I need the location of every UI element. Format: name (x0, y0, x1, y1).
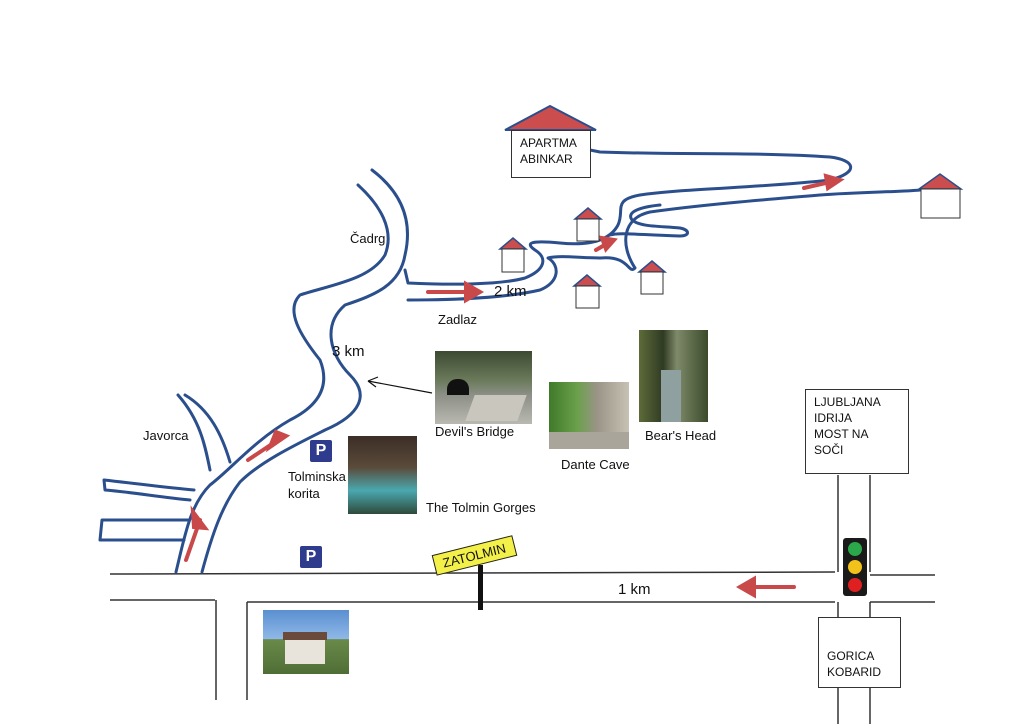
arrow-up-road (246, 429, 291, 462)
arrow-left-1km (735, 575, 796, 599)
tolmin-gorges-label: The Tolmin Gorges (426, 500, 536, 515)
place-label-tolminska-korita: Tolminska korita (288, 469, 346, 501)
direction-sign-south: GORICA KOBARID (818, 617, 901, 688)
apartment-label-box: APARTMA ABINKAR (511, 130, 591, 178)
tolmin-gorges-photo (348, 436, 417, 514)
place-label-zadlaz: Zadlaz (438, 312, 478, 327)
house-icon (636, 260, 668, 295)
place-label-javorca: Javorca (143, 428, 189, 443)
arrow-up-left (184, 505, 210, 562)
direction-sign-north: LJUBLJANA IDRIJA MOST NA SOČI (805, 389, 909, 474)
dante-cave-label: Dante Cave (561, 457, 630, 472)
house-icon (497, 237, 529, 273)
place-label-cadrg: Čadrg (350, 231, 386, 246)
direction-arrows (184, 173, 845, 599)
arrow-right-top (802, 173, 845, 192)
winding-road (98, 148, 922, 574)
houses (497, 104, 964, 309)
parking-icon: P (310, 440, 332, 462)
arrow-right-2km (426, 280, 485, 304)
main-road (109, 475, 935, 724)
bears-head-label: Bear's Head (645, 428, 717, 443)
house-icon (916, 173, 964, 219)
distance-3km: 3 km (332, 343, 365, 360)
house-icon (572, 207, 604, 242)
arrow-right-hill (594, 235, 618, 253)
signpost-pole (478, 565, 483, 610)
distance-2km: 2 km (494, 283, 527, 300)
pointer-arrow (367, 376, 433, 394)
devils-bridge-label: Devil's Bridge (435, 424, 515, 439)
distance-1km: 1 km (618, 581, 651, 598)
apartment-building-photo (263, 610, 349, 674)
house-icon (571, 274, 603, 309)
bears-head-photo (639, 330, 708, 422)
devils-bridge-photo (435, 351, 532, 424)
apartment-roof-icon (504, 104, 597, 131)
dante-cave-photo (549, 382, 629, 449)
parking-icon: P (300, 546, 322, 568)
traffic-light-icon (843, 538, 867, 596)
